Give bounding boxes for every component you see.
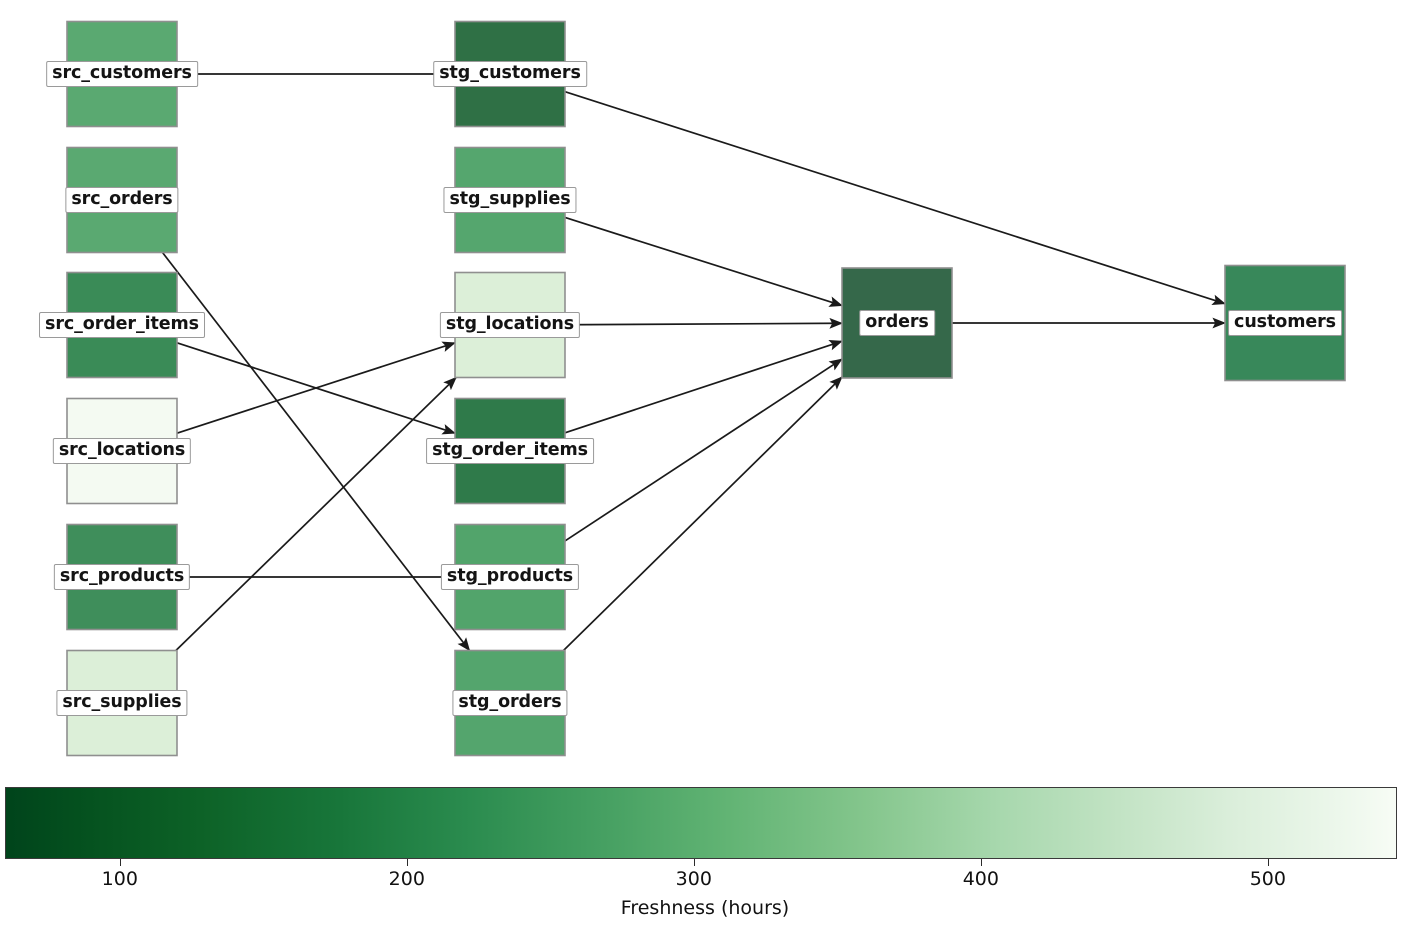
colorbar-tick-200 xyxy=(406,859,409,866)
node-label-src_customers[interactable]: src_customers xyxy=(46,61,198,87)
colorbar-tick-500 xyxy=(1267,859,1270,866)
node-label-stg_customers[interactable]: stg_customers xyxy=(433,61,587,87)
edge-src_locations-to-stg_locations xyxy=(176,341,456,434)
node-label-stg_order_items[interactable]: stg_order_items xyxy=(426,438,594,464)
node-label-src_products[interactable]: src_products xyxy=(53,564,191,590)
freshness-colorbar: 100 200 300 400 500 xyxy=(5,787,1397,890)
nodes-group xyxy=(66,20,1346,757)
node-label-src_orders[interactable]: src_orders xyxy=(65,187,179,213)
colorbar-gradient xyxy=(5,787,1397,859)
colorbar-tick-100 xyxy=(119,859,122,866)
edge-stg_order_items-to-orders xyxy=(564,339,843,434)
edge-stg_supplies-to-orders xyxy=(564,216,843,307)
colorbar-tick-label-200: 200 xyxy=(388,868,425,890)
edge-stg_customers-to-customers xyxy=(564,90,1226,306)
node-label-stg_orders[interactable]: stg_orders xyxy=(452,690,568,716)
colorbar-tick-label-400: 400 xyxy=(962,868,999,890)
edge-stg_locations-to-orders xyxy=(564,317,844,329)
node-label-stg_locations[interactable]: stg_locations xyxy=(439,312,581,338)
edges-group xyxy=(161,73,1227,652)
colorbar-tick-400 xyxy=(980,859,983,866)
colorbar-tick-label-300: 300 xyxy=(675,868,712,890)
colorbar-tick-300 xyxy=(693,859,696,866)
colorbar-tick-label-500: 500 xyxy=(1249,868,1286,890)
node-label-src_supplies[interactable]: src_supplies xyxy=(56,690,188,716)
colorbar-tick-label-100: 100 xyxy=(101,868,138,890)
edge-stg_products-to-orders xyxy=(564,358,843,542)
edge-src_supplies-to-stg_locations xyxy=(175,376,457,652)
node-label-src_locations[interactable]: src_locations xyxy=(52,438,192,464)
node-label-stg_supplies[interactable]: stg_supplies xyxy=(443,187,577,213)
colorbar-axis-label: Freshness (hours) xyxy=(620,897,790,919)
edge-stg_orders-to-orders xyxy=(562,376,843,652)
node-label-src_order_items[interactable]: src_order_items xyxy=(39,312,205,338)
node-label-stg_products[interactable]: stg_products xyxy=(440,564,580,590)
node-label-orders[interactable]: orders xyxy=(859,310,935,336)
node-label-customers[interactable]: customers xyxy=(1228,310,1342,336)
edge-src_orders-to-stg_orders xyxy=(161,251,471,652)
